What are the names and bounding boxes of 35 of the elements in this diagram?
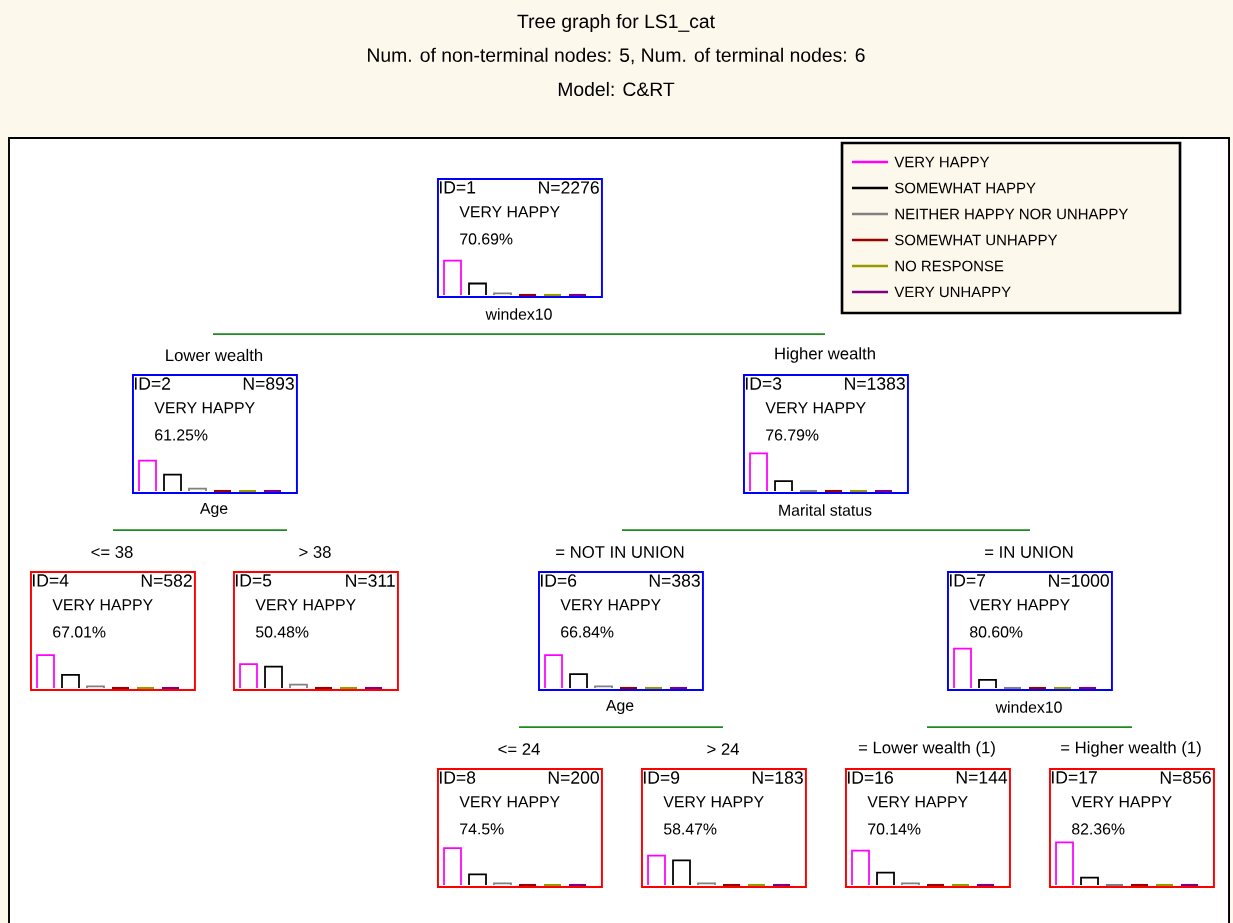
legend-text: SOMEWHAT UNHAPPY	[895, 234, 1058, 246]
node-box: = Higher wealth (1) ID=17 N=856 VERY HAPPY 82.36%	[1049, 738, 1215, 888]
split-label: windex10	[483, 306, 555, 322]
node-box: Higher wealth ID=3 N=1383 VERY HAPPY 76.79%	[743, 344, 909, 494]
node-label: > 38	[299, 546, 331, 558]
node-box: > 38 ID=5 N=311 VERY HAPPY 50.48%	[233, 543, 399, 691]
legend-text: SOMEWHAT HAPPY	[895, 182, 1036, 194]
node-box: = NOT IN UNION ID=6 N=383 VERY HAPPY 66.84%	[538, 543, 704, 691]
node-label: > 24	[707, 743, 739, 755]
legend-text: VERY HAPPY	[894, 156, 990, 168]
node-box: Lower wealth ID=2 N=893 VERY HAPPY 61.25%	[132, 346, 298, 494]
node-label: Higher wealth	[775, 347, 875, 363]
node-label: = NOT IN UNION	[556, 546, 684, 558]
node-box: <= 24 ID=8 N=200 VERY HAPPY 74.5%	[437, 740, 603, 888]
subtitle: Num. of non-terminal nodes: 5, Num. of terminal nodes: 6	[368, 47, 865, 65]
node-label: = IN UNION	[985, 546, 1073, 558]
subtitle: Model: C&RT	[558, 81, 675, 97]
legend-text: VERY UNHAPPY	[894, 286, 1011, 298]
node-box: ID=1 N=2276 VERY HAPPY 70.69%	[437, 178, 603, 298]
split-label: Age	[198, 501, 230, 519]
node-box: <= 38 ID=4 N=582 VERY HAPPY 67.01%	[30, 543, 196, 691]
node-label: Lower wealth	[166, 348, 263, 362]
node-box: = IN UNION ID=7 N=1000 VERY HAPPY 80.60%	[947, 543, 1113, 691]
legend-text: NO RESPONSE	[895, 260, 1004, 272]
split-label: windex10	[993, 699, 1065, 715]
node-box: = Lower wealth (1) ID=16 N=144 VERY HAPPY 70.14%	[845, 738, 1011, 888]
split-label: Age	[604, 698, 636, 716]
node-label: = Higher wealth (1)	[1061, 741, 1201, 757]
split-label: Marital status	[776, 502, 874, 518]
title: Tree graph for LS1_cat	[517, 14, 715, 32]
node-label: <= 38	[91, 546, 133, 558]
node-box: > 24 ID=9 N=183 VERY HAPPY 58.47%	[641, 740, 807, 888]
node-label: <= 24	[498, 743, 540, 755]
node-label: = Lower wealth (1)	[858, 741, 995, 757]
legend-text: NEITHER HAPPY NOR UNHAPPY	[895, 208, 1129, 220]
